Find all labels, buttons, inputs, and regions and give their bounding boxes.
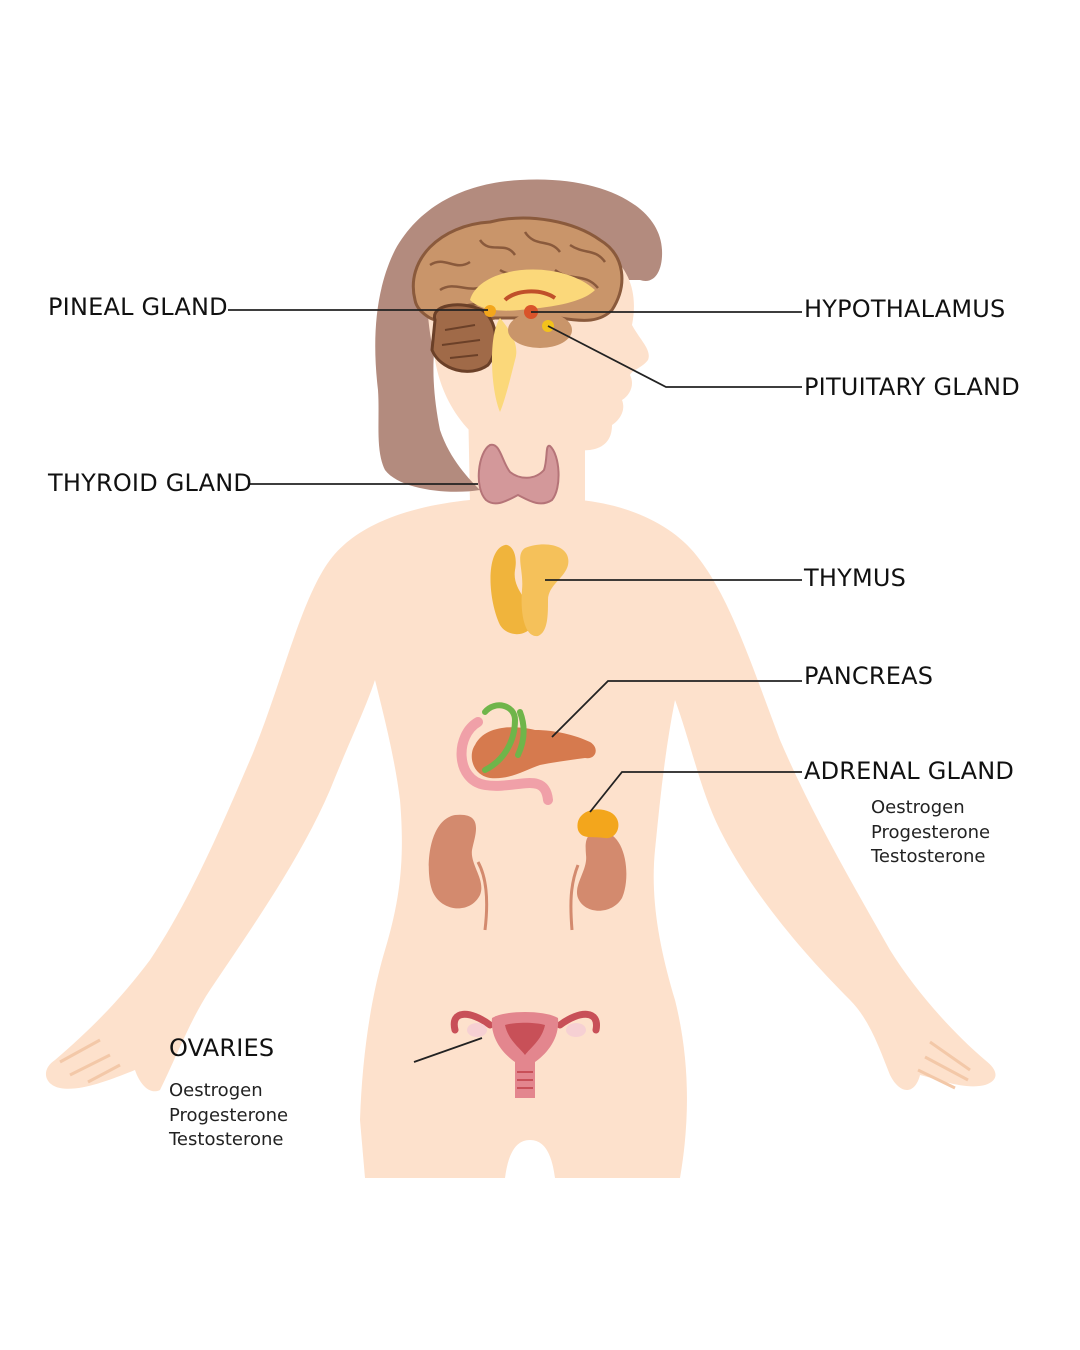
- right-kidney: [576, 831, 627, 911]
- cervix-rings: [517, 1071, 533, 1089]
- label-pituitary-gland: PITUITARY GLAND: [804, 373, 1020, 401]
- adrenal-hormone: Testosterone: [871, 846, 986, 867]
- kidneys: [428, 809, 627, 931]
- torso-and-arms: [45, 480, 996, 1178]
- label-adrenal-gland: ADRENAL GLAND: [804, 757, 1015, 785]
- ventricle: [503, 289, 557, 302]
- label-thyroid-gland: THYROID GLAND: [48, 469, 253, 497]
- pineal-dot: [484, 305, 496, 317]
- label-hypothalamus: HYPOTHALAMUS: [804, 295, 1006, 323]
- label-pineal-gland: PINEAL GLAND: [48, 293, 228, 321]
- adrenal-hormone-list: Oestrogen Progesterone Testosterone: [871, 796, 990, 870]
- thymus-right-lobe: [520, 544, 569, 637]
- left-kidney: [428, 814, 482, 909]
- ovary-hormone: Oestrogen: [169, 1080, 263, 1101]
- pancreas-body: [471, 727, 596, 779]
- ovary-hormone-list: Oestrogen Progesterone Testosterone: [169, 1079, 288, 1153]
- brain: [411, 216, 624, 412]
- ovary-hormone: Testosterone: [169, 1129, 284, 1150]
- right-hand-fingers: [917, 1040, 971, 1090]
- left-hand-fingers: [59, 1038, 121, 1084]
- bile-duct: [482, 702, 527, 773]
- label-pancreas: PANCREAS: [804, 662, 934, 690]
- adrenal-gland-organ: [577, 809, 619, 839]
- brainstem: [492, 318, 517, 412]
- right-ureter: [569, 864, 580, 931]
- thalamus: [508, 312, 572, 348]
- thyroid-gland: [477, 443, 560, 505]
- fallopian-tubes: [450, 1010, 600, 1034]
- left-ovary: [467, 1023, 487, 1037]
- pancreas-organ: [456, 702, 596, 805]
- adrenal-hormone: Progesterone: [871, 821, 991, 843]
- ovary-hormone: Progesterone: [169, 1104, 289, 1126]
- uterus-inner: [505, 1022, 545, 1055]
- label-ovaries: OVARIES: [169, 1034, 275, 1062]
- label-thymus: THYMUS: [804, 564, 907, 592]
- pituitary-leader: [547, 325, 802, 388]
- cerebellum-folds: [441, 324, 481, 359]
- adrenal-hormone: Oestrogen: [871, 797, 965, 818]
- thymus-organ: [490, 544, 569, 637]
- ovaries-leader: [413, 1037, 483, 1063]
- adrenal-leader: [589, 771, 802, 813]
- pancreas-leader: [551, 680, 802, 738]
- leader-lines: [228, 309, 802, 1063]
- duodenum: [456, 717, 553, 805]
- left-ureter: [476, 861, 489, 931]
- reproductive-organs: [450, 1010, 600, 1098]
- right-ovary: [566, 1023, 586, 1037]
